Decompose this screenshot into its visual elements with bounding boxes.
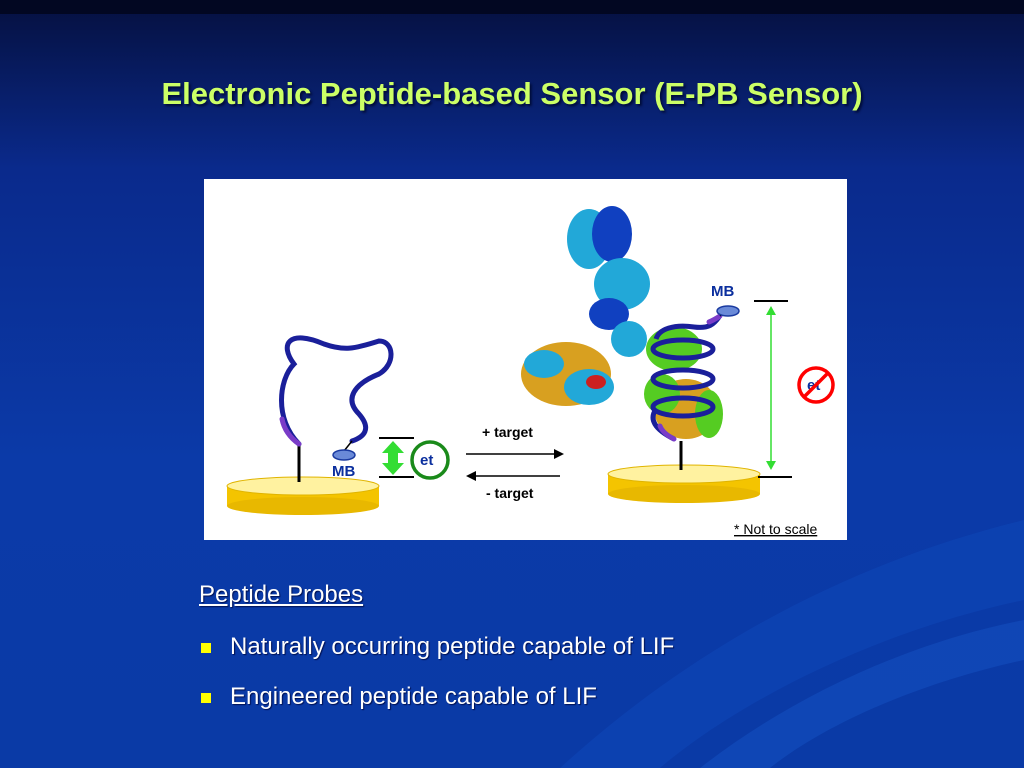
plus-target-label: + target [482, 424, 533, 440]
left-short-distance-arrow [382, 441, 404, 475]
section-heading: Peptide Probes [199, 581, 364, 608]
forward-arrowhead [554, 449, 564, 459]
bullet-list: Naturally occurring peptide capable of L… [199, 626, 674, 726]
left-peptide [279, 335, 394, 447]
left-electrode [226, 476, 380, 515]
sensor-diagram: MB et + target - target [204, 179, 847, 540]
top-bar [0, 0, 1024, 14]
slide-title: Electronic Peptide-based Sensor (E-PB Se… [161, 76, 863, 111]
minus-target-label: - target [486, 485, 534, 501]
sensor-diagram-svg: MB et + target - target [226, 206, 835, 537]
bullet-item: Engineered peptide capable of LIF [199, 676, 674, 726]
target-protein [521, 206, 723, 439]
left-et-label: et [420, 452, 433, 469]
not-to-scale-note: * Not to scale [734, 521, 817, 537]
right-long-distance-arrow [766, 306, 776, 470]
left-mb-label: MB [332, 463, 355, 480]
reverse-arrowhead [466, 471, 476, 481]
left-et-ring [410, 440, 450, 480]
right-electrode [607, 464, 761, 503]
bullet-square-icon [201, 693, 211, 703]
right-mb-tag [716, 305, 740, 317]
bullet-square-icon [201, 643, 211, 653]
right-mb-label: MB [711, 283, 734, 300]
no-et-symbol: et [797, 366, 835, 404]
left-mb-tag [332, 449, 356, 461]
bullet-item: Naturally occurring peptide capable of L… [199, 626, 674, 676]
